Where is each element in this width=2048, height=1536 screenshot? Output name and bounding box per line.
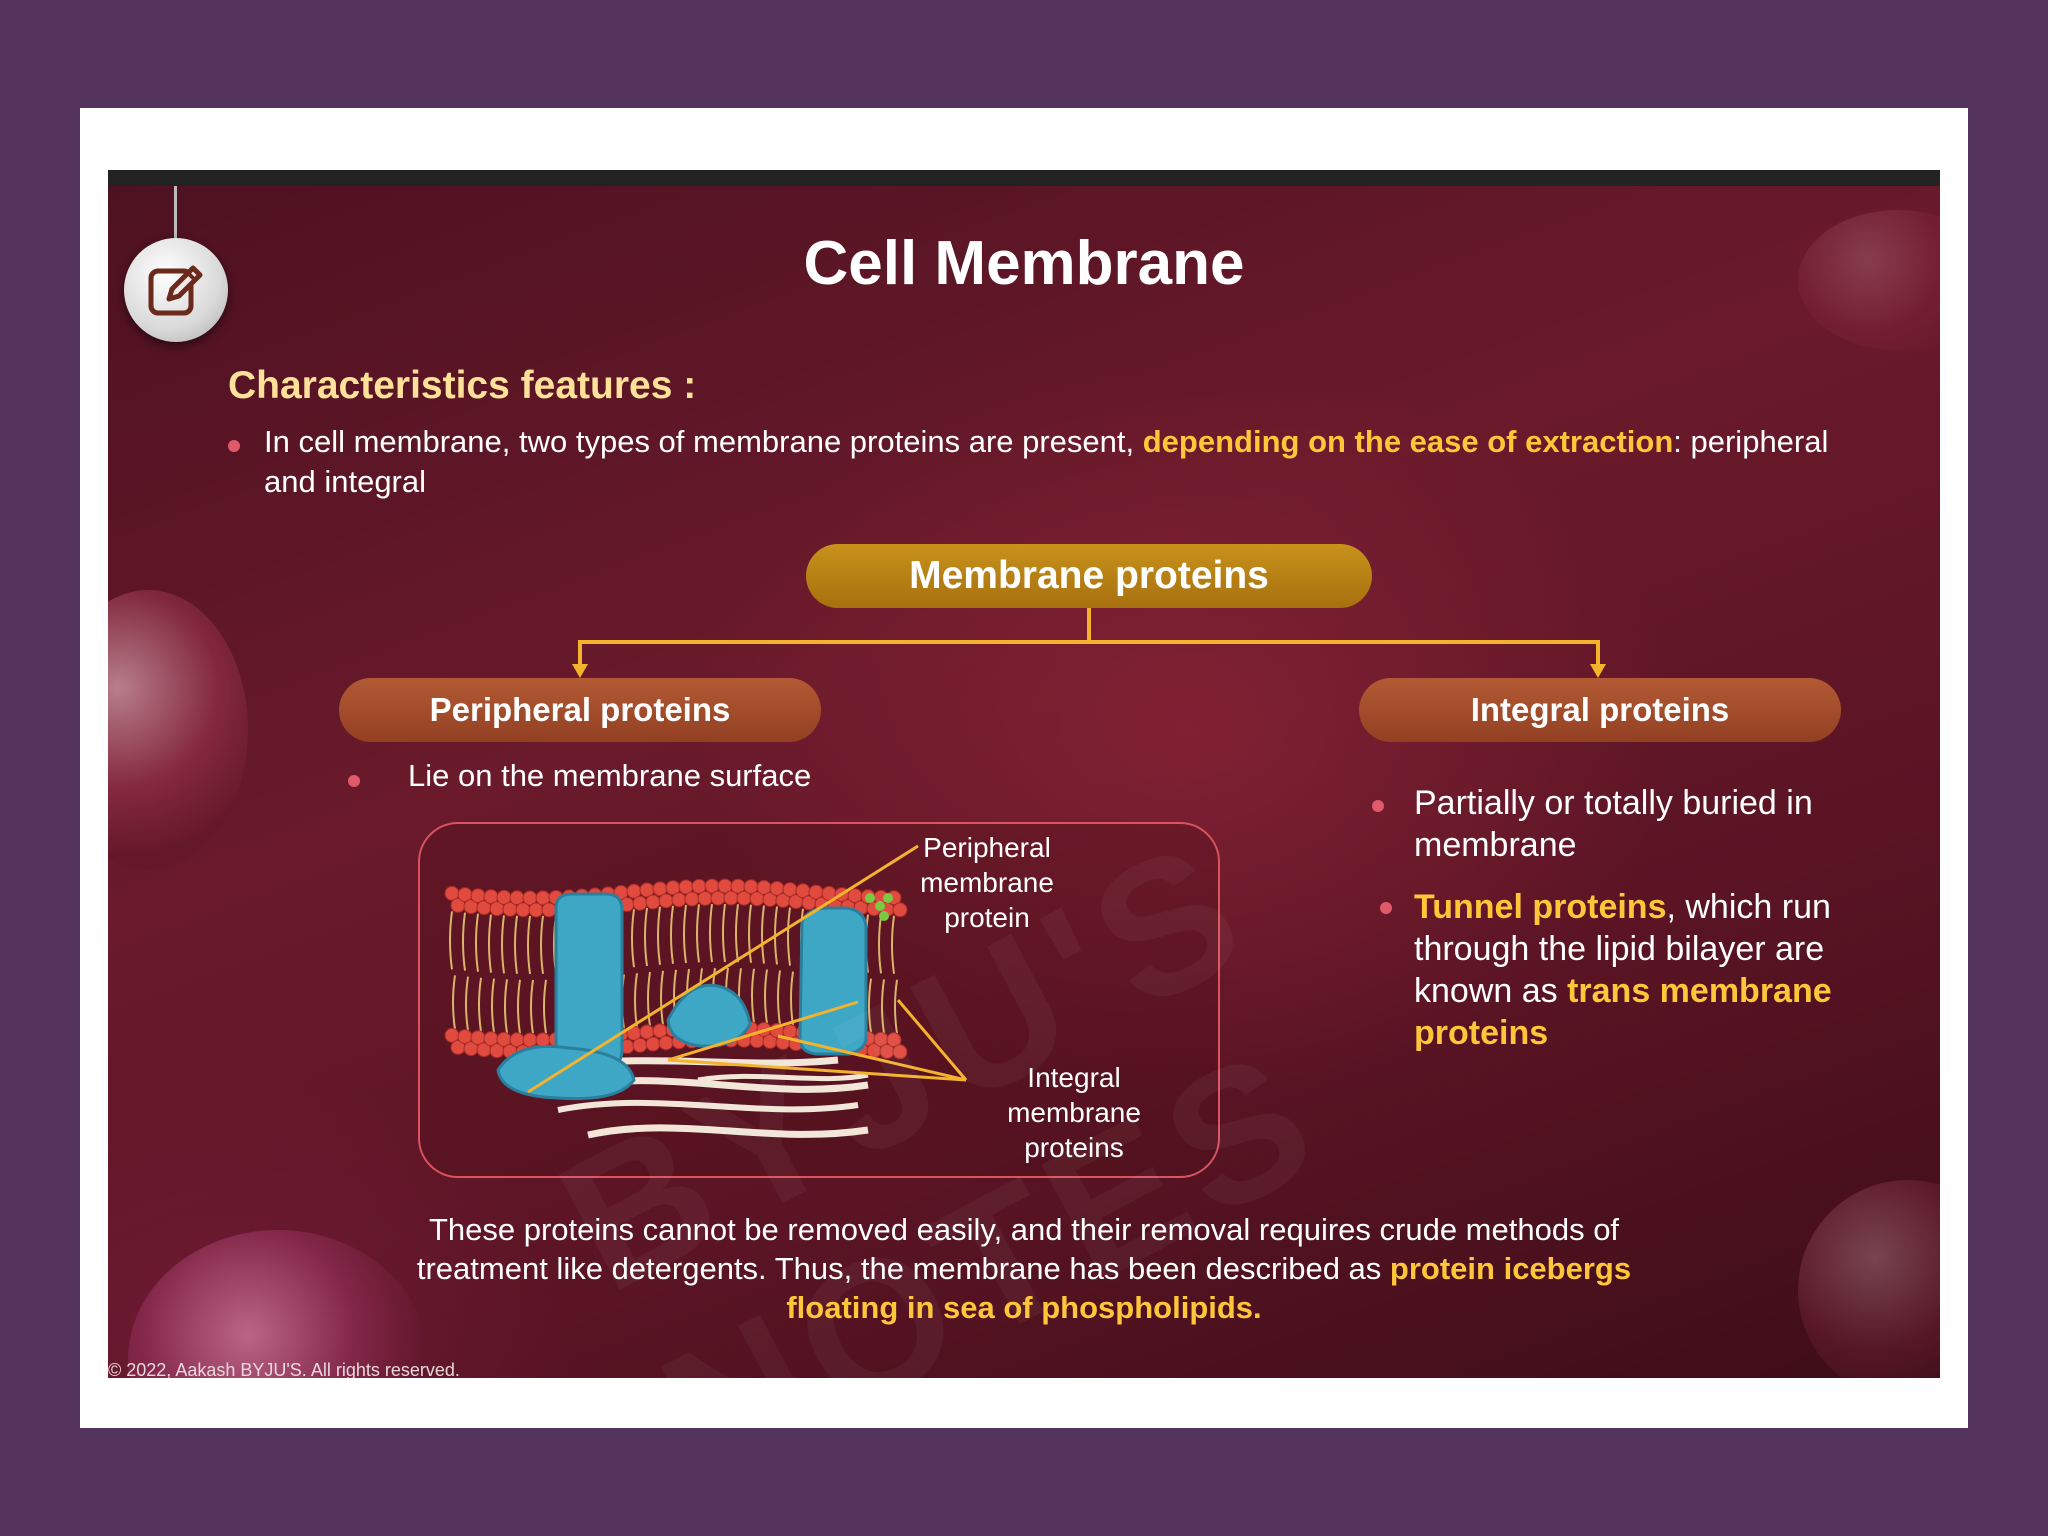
lipid-tail xyxy=(478,977,482,1032)
pointer-integral-1 xyxy=(667,1000,859,1062)
lipid-tail xyxy=(517,979,521,1034)
intro-text: In cell membrane, two types of membrane … xyxy=(264,424,1143,459)
membrane-diagram xyxy=(444,878,908,1139)
diagram-pointer-lines xyxy=(527,844,968,1094)
bullet-dot xyxy=(1380,902,1392,914)
tunnel-proteins-highlight: Tunnel proteins xyxy=(1414,888,1667,926)
bullet-dot xyxy=(228,440,240,452)
lipid-tail xyxy=(527,915,531,975)
integral-point-1: Partially or totally buried in membrane xyxy=(1414,784,1813,864)
label-peripheral-membrane-protein: Peripheral membrane protein xyxy=(920,832,1054,933)
phospholipid-head xyxy=(892,1044,908,1060)
arrowhead-right xyxy=(1590,664,1606,678)
intro-bullet: In cell membrane, two types of membrane … xyxy=(264,422,1884,502)
slide-top-bar xyxy=(108,170,1940,186)
integral-protein-mid xyxy=(666,983,752,1048)
edit-icon[interactable] xyxy=(124,238,228,342)
lipid-tail xyxy=(488,914,492,973)
lipid-tail xyxy=(647,971,651,1027)
lipid-tail xyxy=(514,915,518,974)
lipid-tail xyxy=(881,979,885,1034)
lipid-tail xyxy=(644,907,648,967)
tree-node-integral: Integral proteins xyxy=(1359,678,1841,742)
lipid-tail xyxy=(787,907,791,966)
lipid-tail xyxy=(777,970,781,1025)
lipid-tail xyxy=(491,978,495,1033)
lipid-tail xyxy=(891,915,895,974)
trans-membrane-highlight: trans membrane proteins xyxy=(1414,972,1832,1052)
slide-title: Cell Membrane xyxy=(803,229,1245,298)
lipid-tail xyxy=(475,913,479,972)
lipid-tail xyxy=(462,912,466,971)
pointer-integral-3 xyxy=(777,1034,967,1082)
lipid-tail xyxy=(683,904,687,964)
conclusion-text: These proteins cannot be removed easily,… xyxy=(408,1210,1640,1327)
lipid-tail xyxy=(751,968,755,1023)
copyright-notice: © 2022, Aakash BYJU'S. All rights reserv… xyxy=(108,1360,460,1378)
pointer-integral-4 xyxy=(896,999,968,1081)
lipid-tail xyxy=(761,905,765,964)
tree-root-membrane-proteins: Membrane proteins xyxy=(806,544,1372,608)
lipid-tail xyxy=(722,903,726,963)
lipid-tail xyxy=(449,911,453,970)
lipid-tail xyxy=(878,915,882,974)
lipid-tail xyxy=(735,904,739,963)
lipid-tail xyxy=(631,909,635,968)
peripheral-protein-base xyxy=(496,1044,636,1101)
lipid-tail xyxy=(660,970,664,1025)
slide: Cell Membrane Characteristics features :… xyxy=(108,170,1940,1378)
phospholipid-head xyxy=(886,1032,902,1048)
label-integral-membrane-proteins: Integral membrane proteins xyxy=(1007,1062,1141,1163)
lipid-tail xyxy=(696,904,700,963)
edit-icon-glyph xyxy=(148,265,203,316)
conclusion-highlight: protein icebergs floating in sea of phos… xyxy=(786,1251,1632,1325)
lipid-tail xyxy=(657,906,661,965)
pointer-integral-2 xyxy=(667,1058,967,1082)
lipid-tail xyxy=(501,915,505,974)
phospholipid-head xyxy=(892,902,908,918)
lipid-tail xyxy=(540,915,544,975)
bullet-dot xyxy=(1372,800,1384,812)
lipid-tail xyxy=(452,975,456,1030)
lipid-tail xyxy=(764,969,768,1024)
peripheral-point: Lie on the membrane surface xyxy=(408,758,812,793)
intro-text-end: : peripheral and integral xyxy=(264,424,1829,499)
arrowhead-left xyxy=(572,664,588,678)
badge-string xyxy=(174,186,177,242)
lipid-tail xyxy=(894,979,898,1034)
pointer-peripheral xyxy=(527,844,919,1094)
lipid-tail xyxy=(504,979,508,1034)
tree-node-peripheral: Peripheral proteins xyxy=(339,678,821,742)
tree-connectors xyxy=(572,608,1606,678)
lipid-tail xyxy=(868,978,872,1033)
integral-point-2: Tunnel proteins, which run through the l… xyxy=(1414,886,1884,1054)
proteins xyxy=(496,892,893,1101)
lipid-tail xyxy=(709,903,713,963)
conclusion-body: These proteins cannot be removed easily,… xyxy=(416,1212,1620,1286)
intro-highlight: depending on the ease of extraction xyxy=(1142,424,1674,459)
lipid-tail xyxy=(670,905,674,964)
lipid-tail xyxy=(748,904,752,963)
lipid-tail xyxy=(543,979,547,1035)
integral-point-2-text: , which run through the lipid bilayer ar… xyxy=(1414,888,1831,1010)
lipid-tail xyxy=(530,979,534,1035)
bullet-dot xyxy=(348,775,360,787)
lipid-tail xyxy=(465,976,469,1031)
subheading: Characteristics features : xyxy=(228,364,697,407)
